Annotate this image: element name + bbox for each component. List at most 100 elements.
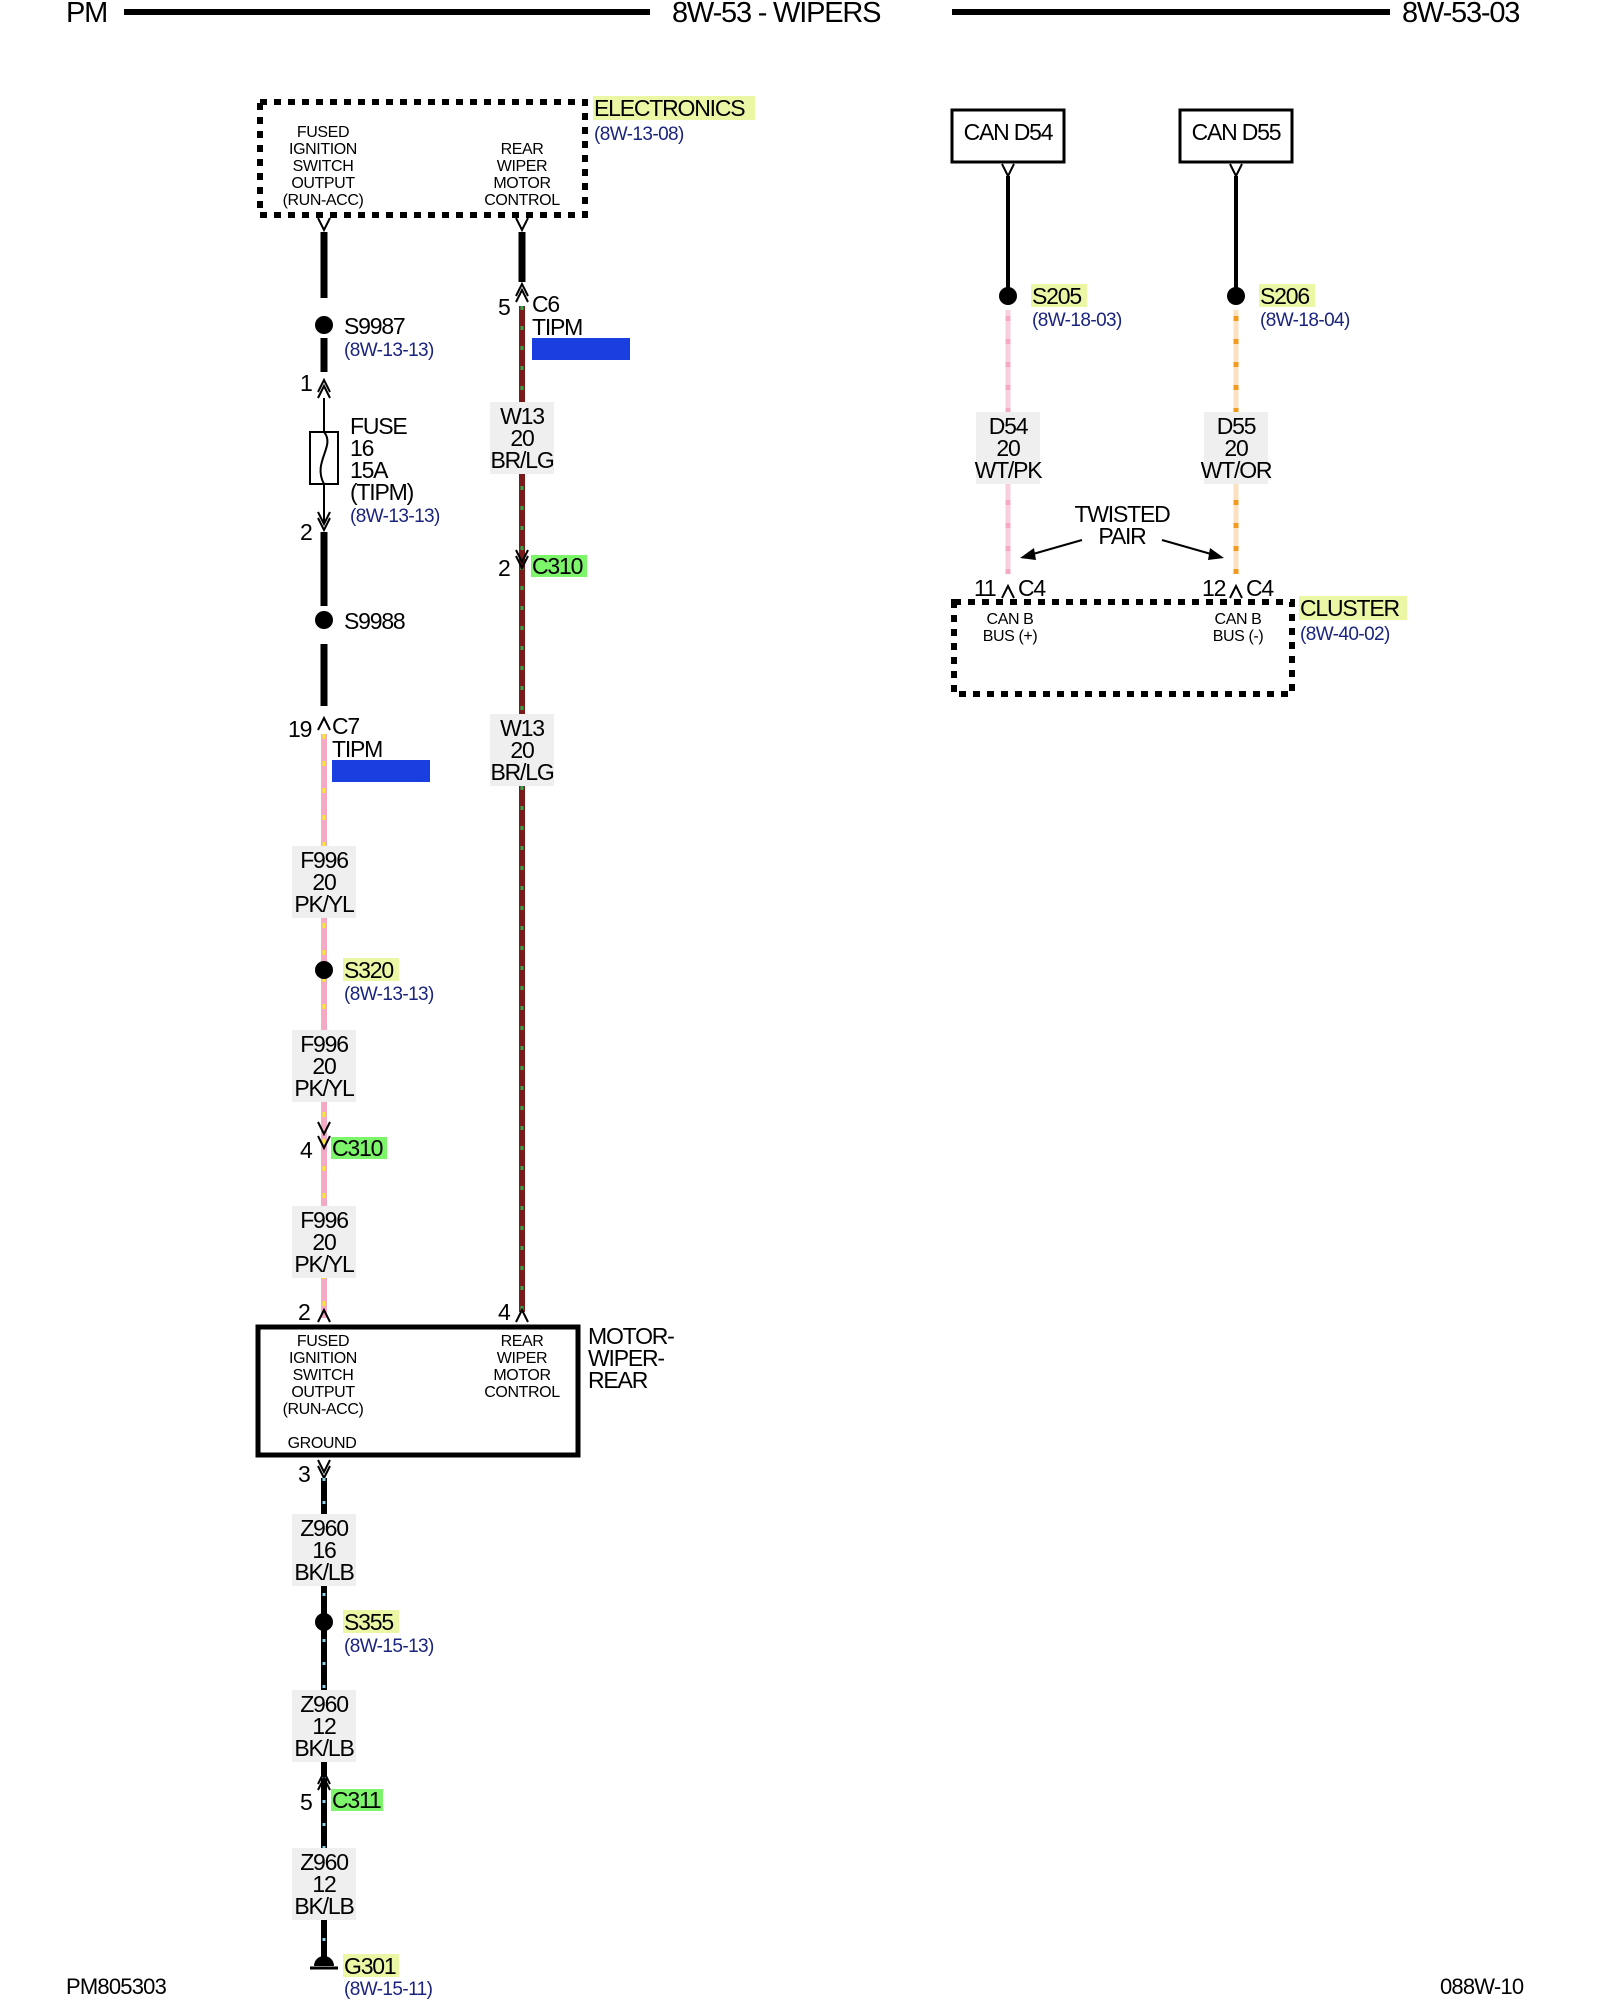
splice-s205-ref: (8W-18-03): [1032, 310, 1122, 331]
can-d54-box: CAN D54: [964, 119, 1054, 145]
motor-pin-left-line: IGNITION: [289, 1350, 357, 1367]
fuse-pin-bottom: 2: [300, 519, 312, 545]
cluster-pin-left-line: CAN B: [987, 611, 1034, 628]
cluster-pin-left-line: BUS (+): [983, 628, 1038, 645]
wire-z960-label-line: Z960: [300, 1691, 348, 1717]
wire-d55-label-line: WT/OR: [1201, 457, 1272, 483]
electronics-module: ELECTRONICS (8W-13-08) FUSED IGNITION SW…: [257, 95, 755, 233]
ground-g301-ref: (8W-15-11): [344, 1979, 433, 2000]
fuse-label-line: FUSE: [350, 413, 407, 439]
electronics-pin-left-line: FUSED: [297, 124, 349, 141]
splice-s206-ref: (8W-18-04): [1260, 310, 1350, 331]
wire-f996-label-line: F996: [300, 847, 348, 873]
page-header: PM 8W-53 - WIPERS 8W-53-03: [66, 0, 1520, 29]
splice-s9987-name: S9987: [344, 313, 405, 339]
wire-w13-label-line: 20: [510, 425, 534, 451]
fuse-pin-top: 1: [300, 370, 312, 396]
wire-w13-label-line: BR/LG: [490, 447, 553, 473]
header-title: 8W-53 - WIPERS: [672, 0, 881, 29]
wire-z960-label-line: 16: [312, 1537, 336, 1563]
footer-right: 088W-10: [1440, 1974, 1524, 1999]
splice-s206-name: S206: [1260, 283, 1309, 309]
wire-w13-label-line: 20: [510, 737, 534, 763]
conn-c311-pin: 5: [300, 1789, 312, 1815]
splice-dot: [315, 961, 333, 979]
wire-z960-label-line: Z960: [300, 1849, 348, 1875]
splice-s205-name: S205: [1032, 283, 1081, 309]
wire-d54-label-line: D54: [989, 413, 1029, 439]
tipm-c6-link-highlight: [532, 338, 630, 360]
motor-pin-right-line: REAR: [501, 1333, 544, 1350]
conn-c310-right-name: C310: [532, 553, 583, 579]
cluster-conn-c4-left: C4: [1018, 575, 1046, 601]
wire-f996-label-line: 20: [312, 869, 336, 895]
cluster-pin-11: 11: [974, 575, 996, 601]
conn-c311-name: C311: [332, 1787, 381, 1813]
motor-ground-pin: 3: [298, 1461, 310, 1487]
ground-icon: [314, 1956, 334, 1966]
wire-z960-label-line: Z960: [300, 1515, 348, 1541]
wire-f996-label-line: F996: [300, 1207, 348, 1233]
twisted-pair-label-line: TWISTED: [1074, 501, 1170, 527]
motor-pin-left-line: (RUN-ACC): [283, 1401, 364, 1418]
header-left: PM: [66, 0, 107, 29]
motor-right-pin: 4: [498, 1299, 511, 1325]
wire-f996-label-line: PK/YL: [294, 891, 355, 917]
cluster-name: CLUSTER: [1300, 595, 1400, 621]
twisted-pair-label-line: PAIR: [1098, 523, 1146, 549]
page-footer: PM805303 088W-10: [66, 1974, 1525, 1999]
motor-pin-right-line: WIPER: [497, 1350, 547, 1367]
splice-s320-ref: (8W-13-13): [344, 984, 434, 1005]
splice-s9988-name: S9988: [344, 608, 405, 634]
cluster-conn-c4-right: C4: [1246, 575, 1274, 601]
wire-d54-label-line: WT/PK: [975, 457, 1044, 483]
electronics-pin-right-line: WIPER: [497, 158, 547, 175]
fuse-label-line: (TIPM): [350, 479, 414, 505]
motor-name-line: WIPER-: [588, 1345, 664, 1371]
wire-z960-label-line: 12: [312, 1713, 336, 1739]
splice-s355-name: S355: [344, 1609, 393, 1635]
electronics-ref: (8W-13-08): [594, 124, 684, 145]
wire-z960-label-line: BK/LB: [294, 1893, 354, 1919]
right-circuit: 5 C6 TIPM W13 20 BR/LG 2 C310 W13 20 BR/…: [490, 232, 630, 1325]
conn-c310-left-name: C310: [332, 1135, 383, 1161]
wire-d55-label-line: D55: [1217, 413, 1256, 439]
wire-f996-label-line: 20: [312, 1053, 336, 1079]
wire-f996-label-line: PK/YL: [294, 1251, 355, 1277]
footer-left: PM805303: [66, 1974, 167, 1999]
splice-s9987-ref: (8W-13-13): [344, 340, 434, 361]
cluster-ref: (8W-40-02): [1300, 624, 1390, 645]
motor-pin-right-line: CONTROL: [484, 1384, 560, 1401]
wire-z960-label-line: BK/LB: [294, 1735, 354, 1761]
left-circuit: S9987 (8W-13-13) 1 2 FUSE 16 15A (TIPM) …: [288, 232, 441, 1325]
splice-dot: [1227, 287, 1245, 305]
wire-w13-label-line: W13: [500, 403, 544, 429]
wire-z960-label-line: 12: [312, 1871, 336, 1897]
motor-name-line: REAR: [588, 1367, 648, 1393]
wire-z960-label-line: BK/LB: [294, 1559, 354, 1585]
motor-pin-left-line: OUTPUT: [291, 1384, 355, 1401]
tipm-c7-link-highlight: [332, 760, 430, 782]
electronics-pin-left-line: OUTPUT: [291, 175, 355, 192]
conn-c6-module: TIPM: [532, 314, 582, 340]
can-circuit: CAN D54 CAN D55 S205 (8W-18-03) S206 (8W…: [950, 108, 1407, 697]
wire-w13-label-line: W13: [500, 715, 544, 741]
cluster-pin-right-line: BUS (-): [1213, 628, 1264, 645]
ground-g301-name: G301: [344, 1953, 396, 1979]
wire-d54-label-line: 20: [996, 435, 1020, 461]
conn-c7-module: TIPM: [332, 736, 382, 762]
wire-f996-label-line: PK/YL: [294, 1075, 355, 1101]
conn-c7-name: C7: [332, 713, 359, 739]
electronics-name: ELECTRONICS: [594, 95, 745, 121]
electronics-pin-right-line: CONTROL: [484, 192, 560, 209]
fuse-label-line: 16: [350, 435, 374, 461]
conn-c310-left-pin: 4: [300, 1137, 313, 1163]
ground-circuit: 3 Z960 16 BK/LB S355 (8W-15-13) Z960 12 …: [292, 1459, 435, 2000]
motor-name-line: MOTOR-: [588, 1323, 674, 1349]
electronics-pin-left-line: SWITCH: [293, 158, 354, 175]
motor-pin-left-line: FUSED: [297, 1333, 349, 1350]
cluster-pin-right-line: CAN B: [1215, 611, 1262, 628]
wire-f996-label-line: F996: [300, 1031, 348, 1057]
wire-f996-label-line: 20: [312, 1229, 336, 1255]
